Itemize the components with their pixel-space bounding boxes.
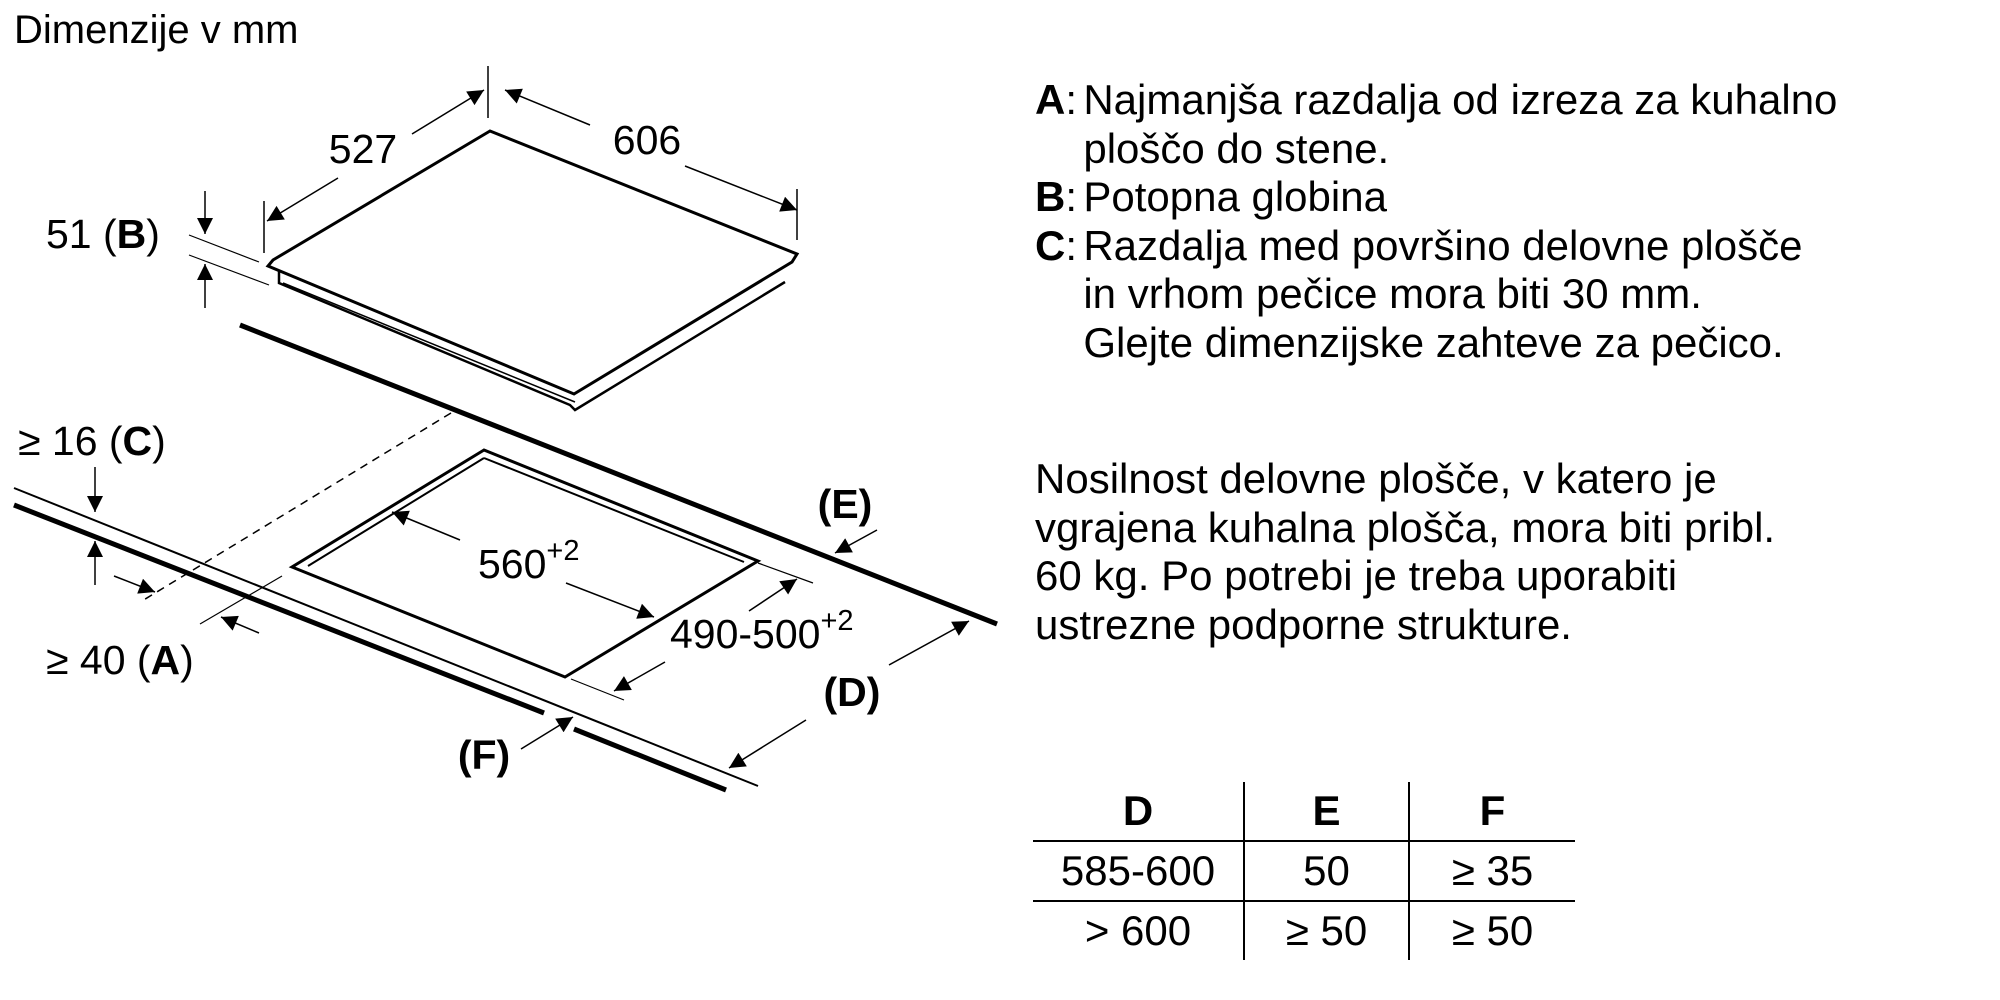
- c-close: ): [152, 418, 166, 464]
- depth-label: 527: [329, 126, 397, 172]
- header-e: E: [1244, 782, 1410, 842]
- cell-f: ≥ 50: [1451, 907, 1534, 954]
- colon: :: [1065, 221, 1078, 269]
- legend-line: in vrhom pečice mora biti 30 mm.: [1083, 270, 1702, 317]
- a-close: ): [180, 637, 194, 683]
- cell-e: 50: [1244, 841, 1410, 902]
- width-label: 606: [613, 117, 681, 163]
- b-value: 51 (: [46, 211, 117, 257]
- diagram-title: Dimenzije v mm: [14, 8, 299, 52]
- b-key: B: [117, 211, 147, 257]
- note-line: 60 kg. Po potrebi je treba uporabiti: [1035, 552, 1678, 599]
- note-line: Nosilnost delovne plošče, v katero je: [1035, 455, 1717, 502]
- cutout-depth-label: 490-500+2: [670, 605, 854, 657]
- cutout-width-value: 560: [478, 541, 546, 587]
- cutout-depth-value: 490-500: [670, 611, 820, 657]
- b-label: 51 (B): [46, 211, 160, 257]
- cell-f: ≥ 35: [1409, 841, 1575, 902]
- cutout: [288, 448, 762, 679]
- table-row: > 600 ≥ 50 ≥ 50: [1033, 901, 1575, 960]
- c-label: ≥ 16 (C): [18, 418, 166, 464]
- legend-key: A: [1035, 76, 1066, 123]
- header-d: D: [1033, 782, 1245, 842]
- note-line: vgrajena kuhalna plošča, mora biti pribl…: [1035, 503, 1776, 551]
- legend: A: Najmanjša razdalja od izreza za kuhal…: [1035, 76, 1943, 367]
- colon: :: [1065, 173, 1078, 220]
- legend-line: Glejte dimenzijske zahteve za pečico.: [1083, 318, 1784, 366]
- table-header-row: D E F: [1033, 782, 1575, 842]
- dashed-line: [141, 412, 452, 602]
- colon: :: [1065, 76, 1078, 123]
- worktop-back-edge: [239, 322, 998, 627]
- hob-base: [277, 270, 786, 412]
- cell-e: ≥ 50: [1244, 901, 1410, 960]
- a-value: ≥ 40 (: [46, 637, 151, 683]
- hob-top-surface: [265, 129, 800, 396]
- e-label: (E): [818, 481, 873, 527]
- a-key: A: [151, 637, 181, 683]
- table-row: 585-600 50 ≥ 35: [1033, 841, 1575, 902]
- cell-d: > 600: [1033, 901, 1245, 960]
- worktop-front-edge: [13, 502, 545, 716]
- legend-item-b: B: Potopna globina: [1035, 173, 1943, 222]
- legend-key: B: [1035, 173, 1066, 220]
- c-key: C: [123, 418, 153, 464]
- a-label: ≥ 40 (A): [46, 637, 194, 683]
- d-label: (D): [824, 669, 881, 715]
- worktop-front-top: [13, 487, 759, 787]
- clearance-table: D E F 585-600 50 ≥ 35 > 600 ≥ 50 ≥ 50: [1033, 782, 1575, 960]
- legend-text: Potopna globina: [1083, 173, 1943, 222]
- note-line: ustrezne podporne strukture.: [1035, 600, 1572, 648]
- c-value: ≥ 16 (: [18, 418, 123, 464]
- f-label: (F): [458, 732, 510, 778]
- legend-line: Potopna globina: [1083, 173, 1387, 220]
- cell-d: 585-600: [1033, 841, 1245, 902]
- cutout-depth-tol: +2: [820, 605, 853, 637]
- legend-line: Razdalja med površino delovne plošče: [1083, 221, 1803, 269]
- legend-line: Najmanjša razdalja od izreza za kuhalno: [1083, 76, 1838, 123]
- legend-item-a: A: Najmanjša razdalja od izreza za kuhal…: [1035, 76, 1943, 173]
- load-note: Nosilnost delovne plošče, v katero je vg…: [1035, 455, 1835, 649]
- cutout-width-label: 560+2: [478, 535, 580, 587]
- header-f: F: [1409, 782, 1575, 842]
- cutout-width-tol: +2: [546, 535, 579, 567]
- b-close: ): [146, 211, 160, 257]
- legend-line: ploščo do stene.: [1083, 124, 1390, 172]
- legend-key: C: [1035, 221, 1066, 269]
